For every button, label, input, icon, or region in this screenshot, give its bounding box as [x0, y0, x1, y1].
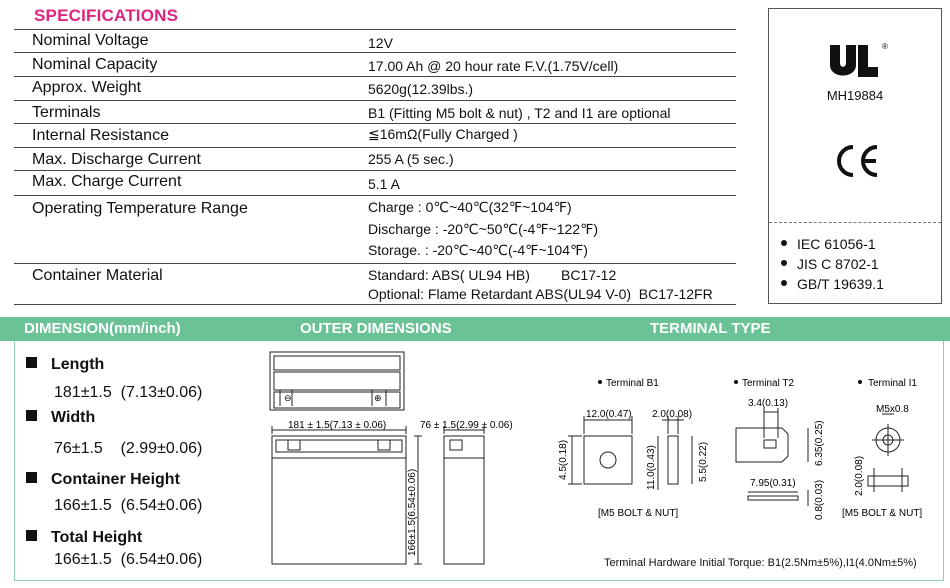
ul-registered-mark: ® [882, 42, 888, 51]
spec-label: Nominal Voltage [32, 32, 149, 49]
ul-file-number: MH19884 [826, 88, 884, 103]
dim-label-width: Width [26, 409, 95, 427]
dim-label-length: Length [26, 356, 104, 374]
b1-hole-height-label: 4.5(0.18) [558, 440, 569, 480]
dim-value-width: 76±1.5 (2.99±0.06) [54, 440, 203, 457]
terminal-i1-name: Terminal I1 [868, 378, 917, 389]
spec-label: Terminals [32, 104, 101, 121]
ce-mark-icon [837, 145, 878, 177]
standard-item: GB/T 19639.1 [781, 274, 884, 294]
torque-note: Terminal Hardware Initial Torque: B1(2.5… [604, 557, 917, 569]
spec-row: Max. Charge Current 5.1 A [14, 170, 736, 195]
cert-divider [769, 222, 941, 223]
spec-row: Nominal Voltage 12V [14, 29, 736, 52]
dimension-panel [14, 341, 944, 581]
spec-label: Approx. Weight [32, 79, 142, 96]
i1-height-label: 2.0(0.08) [854, 456, 865, 496]
b1-total-height-label: 11.0(0.43) [646, 445, 657, 490]
dim-label-container-height: Container Height [26, 471, 180, 489]
spec-value: 17.00 Ah @ 20 hour rate F.V.(1.75V/cell) [368, 58, 619, 74]
spec-label: Operating Temperature Range [32, 200, 248, 217]
terminal-type-heading: TERMINAL TYPE [650, 320, 771, 337]
terminal-b1-name: Terminal B1 [606, 378, 659, 389]
standard-item: IEC 61056-1 [781, 234, 884, 254]
dim-value-total-height: 166±1.5 (6.54±0.06) [54, 551, 203, 568]
t2-width-label: 3.4(0.13) [748, 398, 788, 409]
b1-width-label: 12.0(0.47) [586, 409, 632, 420]
outer-dimensions-heading: OUTER DIMENSIONS [300, 320, 452, 337]
outer-dimensions-drawing: ⊖ ⊕ 181 ± 1.5(7.13 ± 0.06) 76 ± 1.5(2.99… [269, 351, 513, 565]
spec-row: Internal Resistance ≦16mΩ(Fully Charged … [14, 123, 736, 147]
spec-value: 12V [368, 35, 393, 51]
negative-terminal-icon: ⊖ [284, 393, 292, 403]
spec-row: Terminals B1 (Fitting M5 bolt & nut) , T… [14, 100, 736, 123]
i1-bolt-size-label: M5x0.8 [876, 404, 909, 415]
dimension-heading: DIMENSION(mm/inch) [24, 320, 181, 337]
spec-label: Max. Discharge Current [32, 151, 201, 168]
dim-value-length: 181±1.5 (7.13±0.06) [54, 384, 203, 401]
terminal-t2-drawing: Terminal T2 3.4(0.13) 6.35(0.25) 7.95(0.… [734, 378, 825, 520]
spec-value: B1 (Fitting M5 bolt & nut) , T2 and I1 a… [368, 105, 671, 121]
spec-value: 5620g(12.39lbs.) [368, 81, 474, 97]
b1-thickness-label: 2.0(0.08) [652, 409, 692, 420]
outer-width-label: 76 ± 1.5(2.99 ± 0.06) [420, 420, 513, 431]
spec-label: Container Material [32, 267, 163, 284]
standards-list: IEC 61056-1 JIS C 8702-1 GB/T 19639.1 [781, 234, 884, 294]
spec-value: 255 A (5 sec.) [368, 151, 454, 167]
terminal-i1-drawing: Terminal I1 M5x0.8 2.0(0.08) [M5 BOLT & … [842, 378, 922, 519]
b1-step-label: 5.5(0.22) [698, 442, 709, 482]
spec-row: Nominal Capacity 17.00 Ah @ 20 hour rate… [14, 52, 736, 76]
spec-value: Optional: Flame Retardant ABS(UL94 V-0) … [368, 286, 713, 302]
spec-row: Operating Temperature Range Charge : 0℃~… [14, 195, 736, 263]
outer-height-label: 166±1.5(6.54±0.06) [407, 469, 418, 556]
spec-value: Storage. : -20℃~40℃(-4℉~104℉) [368, 242, 588, 258]
spec-row: Max. Discharge Current 255 A (5 sec.) [14, 147, 736, 170]
t2-length-label: 7.95(0.31) [750, 478, 796, 489]
spec-label: Max. Charge Current [32, 173, 182, 190]
spec-value: Standard: ABS( UL94 HB) BC17-12 [368, 267, 617, 283]
spec-value: Charge : 0℃~40℃(32℉~104℉) [368, 199, 572, 215]
outer-length-label: 181 ± 1.5(7.13 ± 0.06) [288, 420, 386, 431]
spec-value: Discharge : -20℃~50℃(-4℉~122℉) [368, 221, 599, 237]
spec-value: 5.1 A [368, 176, 400, 192]
spec-label: Nominal Capacity [32, 56, 158, 73]
standard-item: JIS C 8702-1 [781, 254, 884, 274]
terminal-b1-drawing: Terminal B1 12.0(0.47) 2.0(0.08) 4.5(0.1… [558, 378, 709, 519]
t2-height-label: 6.35(0.25) [814, 420, 825, 466]
specifications-title: SPECIFICATIONS [34, 6, 179, 25]
terminal-t2-name: Terminal T2 [742, 378, 794, 389]
dim-label-total-height: Total Height [26, 529, 142, 547]
b1-bolt-note: [M5 BOLT & NUT] [598, 508, 678, 519]
spec-value: ≦16mΩ(Fully Charged ) [368, 126, 518, 142]
dim-value-container-height: 166±1.5 (6.54±0.06) [54, 497, 203, 514]
certification-panel: ® MH19884 IEC 61056-1 JIS C 8702-1 GB/T … [768, 8, 942, 304]
spec-row: Container Material Standard: ABS( UL94 H… [14, 263, 736, 305]
positive-terminal-icon: ⊕ [374, 393, 382, 403]
ul-recognized-icon: ® [830, 42, 888, 77]
spec-label: Internal Resistance [32, 127, 169, 144]
t2-thickness-label: 0.8(0.03) [814, 480, 825, 520]
section-header-band: DIMENSION(mm/inch) OUTER DIMENSIONS TERM… [0, 317, 950, 341]
spec-row: Approx. Weight 5620g(12.39lbs.) [14, 76, 736, 100]
i1-bolt-note: [M5 BOLT & NUT] [842, 508, 922, 519]
